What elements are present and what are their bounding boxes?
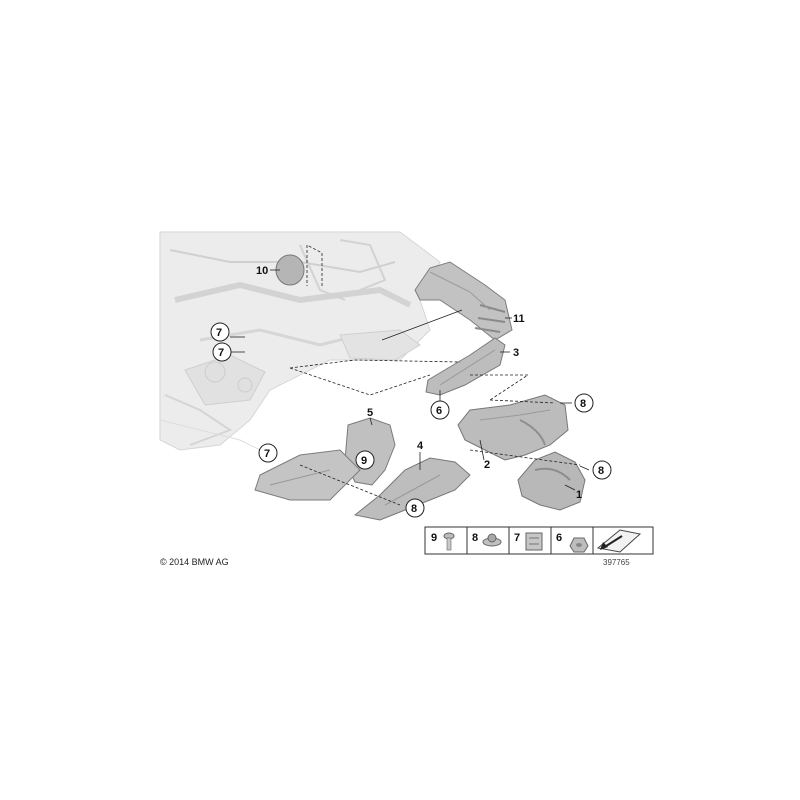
flange-nut-icon xyxy=(482,533,502,547)
arrow-sheet-icon xyxy=(596,529,642,553)
diagram-number: 397765 xyxy=(603,558,630,567)
part-2-shield xyxy=(457,394,569,461)
part-1-shield xyxy=(517,451,586,511)
part-11-bracket xyxy=(414,261,513,341)
callout-7b: 7 xyxy=(212,342,232,362)
callout-9: 9 xyxy=(355,450,375,470)
legend-item-8: 8 xyxy=(472,532,502,547)
callout-7a: 7 xyxy=(210,322,230,342)
callout-6-label: 6 xyxy=(436,405,442,417)
callout-7a-label: 7 xyxy=(216,327,222,339)
hex-nut-icon xyxy=(569,537,589,553)
callout-3-label: 3 xyxy=(513,347,519,359)
fastener-legend: 9 8 7 6 xyxy=(424,526,654,555)
callout-3: 3 xyxy=(513,347,519,359)
push-rivet-icon xyxy=(443,532,455,551)
clip-nut-icon xyxy=(525,532,543,551)
legend-item-7: 7 xyxy=(514,532,543,551)
callout-1-label: 1 xyxy=(576,489,582,501)
legend-number: 7 xyxy=(514,532,520,544)
legend-number: 6 xyxy=(556,532,562,544)
callout-8c: 8 xyxy=(405,498,425,518)
callout-11: 11 xyxy=(513,313,525,325)
part-4-shield xyxy=(353,457,471,521)
legend-item-9: 9 xyxy=(431,532,455,551)
legend-number: 9 xyxy=(431,532,437,544)
callout-2: 2 xyxy=(484,459,490,471)
callout-8b-label: 8 xyxy=(598,465,604,477)
callout-4: 4 xyxy=(417,440,424,452)
legend-number: 8 xyxy=(472,532,478,544)
part-5-shield xyxy=(254,417,396,501)
callout-7c-label: 7 xyxy=(264,448,270,460)
solid-leaders xyxy=(230,269,590,491)
vehicle-body-ghost xyxy=(159,231,441,451)
callout-5-label: 5 xyxy=(367,407,373,419)
callout-6: 6 xyxy=(430,400,450,420)
callout-5: 5 xyxy=(367,407,373,419)
callout-8a: 8 xyxy=(574,393,594,413)
callout-11-label: 11 xyxy=(513,313,525,325)
legend-item-arrow xyxy=(596,529,642,553)
callout-4-label: 4 xyxy=(417,440,424,452)
callout-8a-label: 8 xyxy=(580,398,586,410)
callout-8c-label: 8 xyxy=(411,503,417,515)
callout-7b-label: 7 xyxy=(218,347,224,359)
callout-7c: 7 xyxy=(258,443,278,463)
callout-8b: 8 xyxy=(592,460,612,480)
leader-lines xyxy=(289,244,581,506)
callout-10: 10 xyxy=(256,265,268,277)
callout-1: 1 xyxy=(576,489,582,501)
part-3-strut xyxy=(425,337,506,396)
callout-9-label: 9 xyxy=(361,455,367,467)
copyright-text: © 2014 BMW AG xyxy=(160,557,229,567)
part-10-plug xyxy=(275,254,305,286)
callout-10-label: 10 xyxy=(256,265,268,277)
legend-item-6: 6 xyxy=(556,532,589,553)
callout-2-label: 2 xyxy=(484,459,490,471)
